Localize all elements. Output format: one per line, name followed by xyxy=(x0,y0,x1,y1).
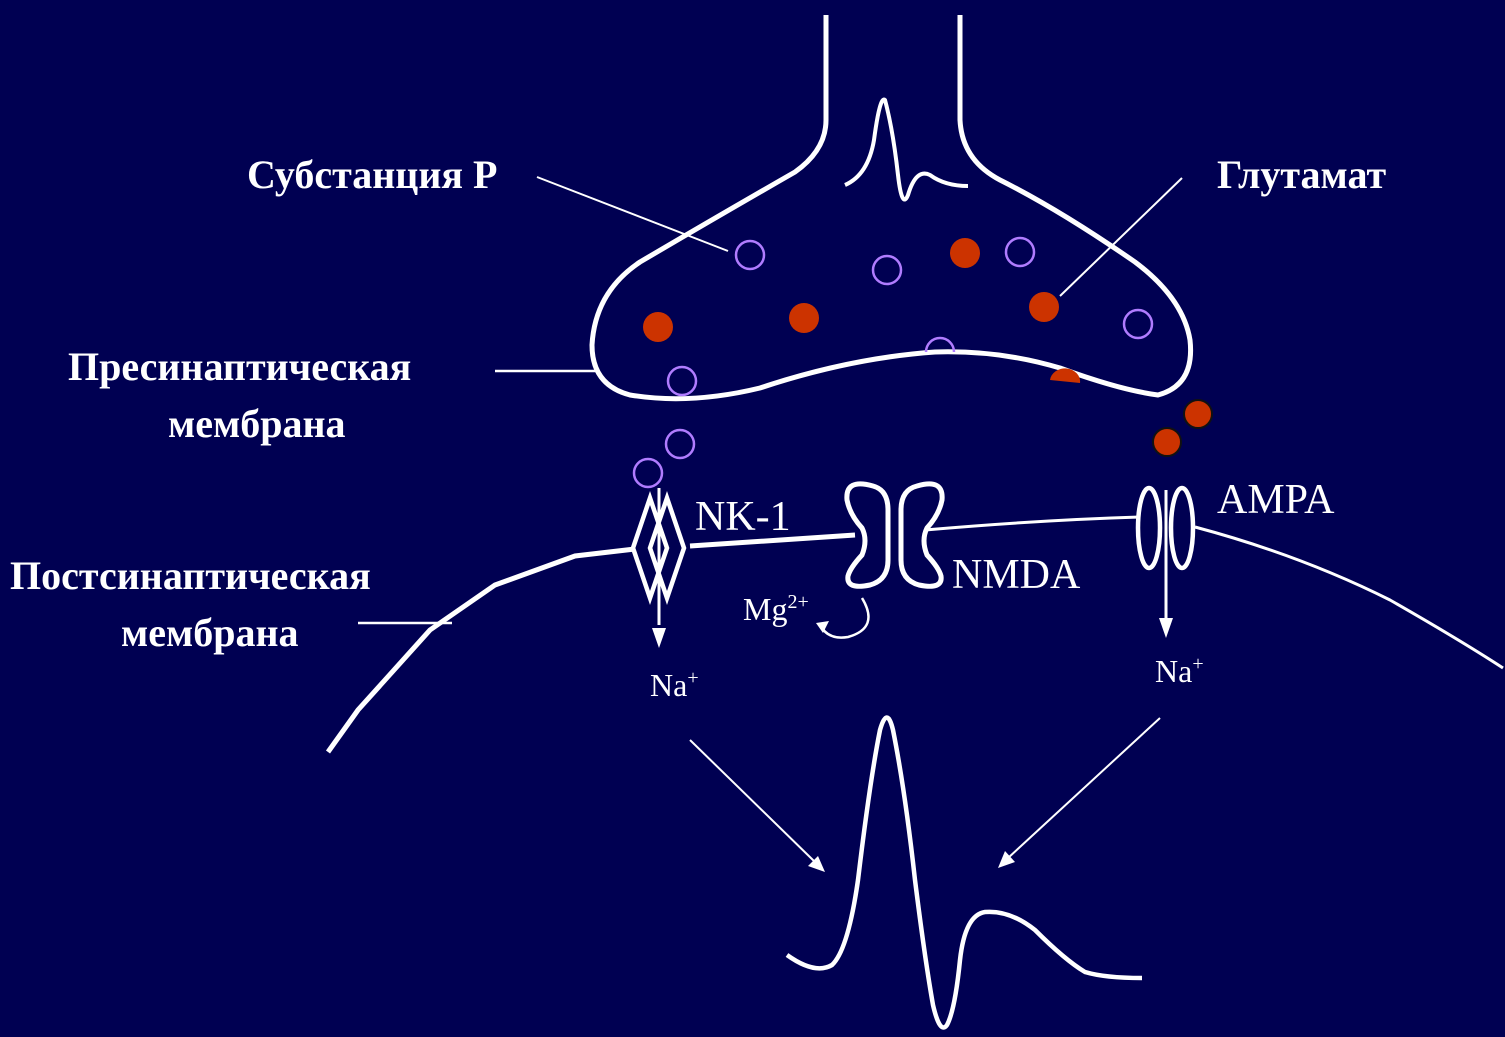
substance-p-vesicle xyxy=(873,256,901,284)
mg-charge: 2+ xyxy=(787,591,808,613)
substance-p-vesicle-released xyxy=(634,459,662,487)
presynaptic-label-line1: Пресинаптическая xyxy=(68,344,411,389)
ampa-arrowhead xyxy=(1159,618,1173,638)
ampa-label: AMPA xyxy=(1217,477,1335,523)
postsynaptic-action-potential xyxy=(787,718,1142,1028)
postsynaptic-membrane-right xyxy=(1195,527,1503,668)
na-left-base: Na xyxy=(650,667,687,703)
substance-p-vesicle xyxy=(1124,310,1152,338)
ampa-left-subunit xyxy=(1138,488,1160,568)
postsynaptic-label-line1: Постсинаптическая xyxy=(10,553,371,598)
substance-p-vesicle xyxy=(736,241,764,269)
axon-left-wall xyxy=(592,15,1191,399)
na-label-right: Na+ xyxy=(1155,653,1204,689)
substance-p-pointer xyxy=(537,177,728,251)
na-right-base: Na xyxy=(1155,653,1192,689)
na-right-charge: + xyxy=(1192,653,1203,675)
postsynaptic-label-line2: мембрана xyxy=(121,610,299,655)
mg-label: Mg2+ xyxy=(743,591,809,627)
postsynaptic-membrane-mid2 xyxy=(925,517,1140,530)
mg-block-arrow xyxy=(822,598,868,638)
convergence-arrows xyxy=(690,718,1160,872)
presynaptic-label-line2: мембрана xyxy=(168,401,346,446)
postsynaptic-membrane-left xyxy=(328,549,635,752)
nk1-receptor xyxy=(633,488,684,648)
glutamate-vesicle-fusing xyxy=(1050,368,1080,383)
substance-p-vesicles xyxy=(634,238,1152,487)
mg-arrowhead xyxy=(816,621,829,633)
glutamate-pointer xyxy=(1060,178,1182,296)
presynaptic-action-potential xyxy=(845,100,968,200)
nk1-label: NK-1 xyxy=(695,494,791,540)
na-label-left: Na+ xyxy=(650,667,699,703)
mg-base: Mg xyxy=(743,591,787,627)
glutamate-vesicle-released xyxy=(1184,400,1212,428)
nmda-label: NMDA xyxy=(952,552,1081,598)
substance-p-vesicle-released xyxy=(666,430,694,458)
ampa-right-subunit xyxy=(1171,488,1193,568)
glutamate-vesicle xyxy=(1029,292,1059,322)
glutamate-vesicle xyxy=(950,238,980,268)
substance-p-label: Субстанция Р xyxy=(247,152,497,197)
ampa-receptor xyxy=(1138,488,1193,638)
na-left-charge: + xyxy=(687,667,698,689)
left-convergence-arrow xyxy=(690,740,815,862)
nmda-receptor xyxy=(816,484,942,638)
glutamate-vesicle xyxy=(789,303,819,333)
substance-p-vesicle xyxy=(1006,238,1034,266)
glutamate-vesicle xyxy=(643,312,673,342)
nk1-arrowhead xyxy=(652,628,666,648)
nmda-right-subunit xyxy=(901,484,942,586)
glutamate-label: Глутамат xyxy=(1217,152,1386,197)
right-convergence-arrow xyxy=(1008,718,1160,858)
glutamate-vesicle-released xyxy=(1153,428,1181,456)
substance-p-vesicle xyxy=(668,367,696,395)
presynaptic-terminal xyxy=(592,15,1191,399)
postsynaptic-membrane xyxy=(328,517,1503,752)
